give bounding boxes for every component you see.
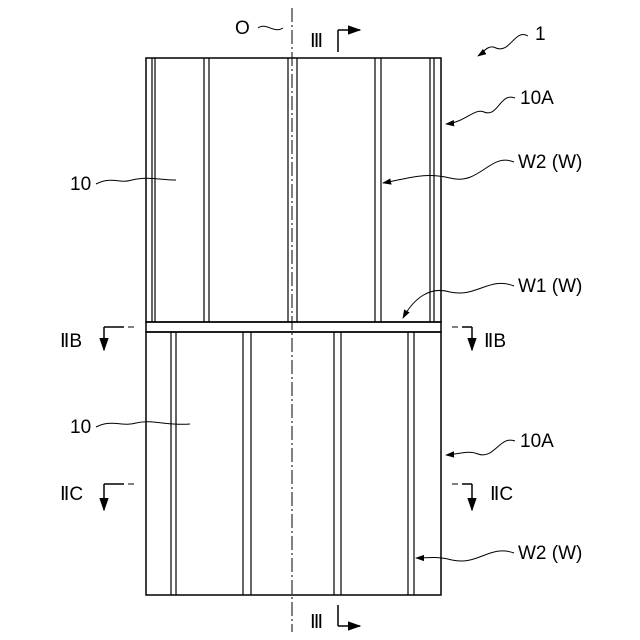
section-iii-bottom-label: Ⅲ [310,612,323,633]
upper-body [146,58,441,322]
ref-1-label: 1 [535,24,546,45]
ref-10-upper-label: 10 [70,174,91,195]
ref-10a-upper-label: 10A [520,88,554,109]
ref-10-lower-label: 10 [70,417,91,438]
ref-w2-lower-label: W2 (W) [518,543,582,564]
lower-body [146,332,441,595]
ref-1-leader [478,34,528,56]
ref-10-upper-leader [96,178,176,184]
ref-10a-lower-leader [446,440,515,455]
section-iib-left-marker: ⅡB [60,327,134,352]
section-iii-top-marker: Ⅲ [310,30,360,52]
ref-10a-upper-leader [446,97,515,124]
ref-w1-leader [403,283,514,318]
upper-body-outline [146,58,441,322]
ref-w2-upper-label: W2 (W) [518,152,582,173]
section-iii-bottom-marker: Ⅲ [310,605,360,633]
section-iib-right-label: ⅡB [484,331,506,352]
section-iic-left-label: ⅡC [60,484,83,505]
section-iic-left-marker: ⅡC [60,484,134,510]
ref-w1-label: W1 (W) [518,276,582,297]
lower-body-outline [146,332,441,595]
axis-o-label: O [235,18,250,39]
section-iib-left-label: ⅡB [60,331,82,352]
section-iic-right-label: ⅡC [490,484,513,505]
axis-o-leader [258,26,283,29]
joint-band-outline [146,322,441,332]
ref-w2-upper-leader [383,160,514,183]
section-iii-top-label: Ⅲ [310,31,323,52]
section-iic-right-marker: ⅡC [452,484,513,510]
ref-10a-lower-label: 10A [520,431,554,452]
ref-w2-lower-leader [416,551,514,561]
section-iib-right-marker: ⅡB [452,327,506,352]
joint-band-w1 [146,322,441,332]
